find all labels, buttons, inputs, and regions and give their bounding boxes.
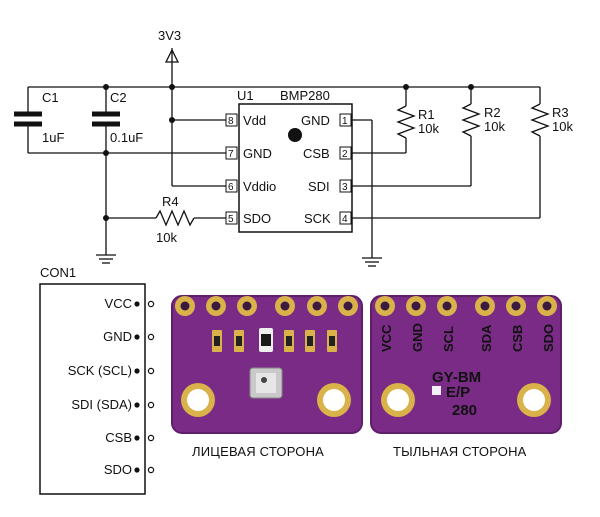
pin3-name: SDI xyxy=(308,179,330,194)
pin6-name: Vddio xyxy=(243,179,276,194)
pin4-num: 4 xyxy=(342,214,348,225)
ground-net-left xyxy=(28,150,226,264)
pin1-name: GND xyxy=(301,113,330,128)
connector-pin-csb: CSB xyxy=(105,430,155,445)
connector-ref: CON1 xyxy=(40,265,76,280)
pin2-name: CSB xyxy=(303,146,330,161)
capacitor-c2: C2 0.1uF xyxy=(92,87,143,153)
pin7-num: 7 xyxy=(228,149,234,160)
c2-ref: C2 xyxy=(110,90,127,105)
ground-net-right xyxy=(351,119,382,267)
c2-value: 0.1uF xyxy=(110,130,143,145)
connector-con1: CON1 VCC GND SCK (SCL) SDI (SDA) CSB xyxy=(39,265,155,495)
back-pin-csb: CSB xyxy=(510,325,525,352)
back-pin-sdo: SDO xyxy=(541,324,556,352)
r3-value: 10k xyxy=(552,119,573,134)
connector-pin-label: VCC xyxy=(105,296,132,311)
back-pin-scl: SCL xyxy=(441,326,456,352)
connector-pin-gnd: GND xyxy=(103,329,155,344)
connector-pin-vcc: VCC xyxy=(105,296,155,311)
pin5-num: 5 xyxy=(228,214,234,225)
r3-ref: R3 xyxy=(552,105,569,120)
front-caption: ЛИЦЕВАЯ СТОРОНА xyxy=(192,444,324,459)
back-marking-1: GY-BM xyxy=(432,369,481,386)
pin2-num: 2 xyxy=(342,149,348,160)
c1-value: 1uF xyxy=(42,130,64,145)
supply-net: 3V3 xyxy=(28,28,540,90)
r2-value: 10k xyxy=(484,119,505,134)
back-pin-labels: VCC GND SCL SDA CSB SDO xyxy=(379,323,556,352)
pin6-num: 6 xyxy=(228,182,234,193)
vdd-net xyxy=(169,87,226,187)
resistor-r1: R1 10k xyxy=(351,87,439,154)
ic-u1: U1 BMP280 8 7 6 5 Vdd GND Vddio SDO 1 2 … xyxy=(225,88,353,233)
back-pin-gnd: GND xyxy=(410,323,425,352)
header-pads-front xyxy=(175,296,358,316)
back-marking-2: E/P xyxy=(446,384,470,401)
connector-pin-label: SDI (SDA) xyxy=(71,397,132,412)
resistor-r3: R3 10k xyxy=(351,87,573,219)
supply-label: 3V3 xyxy=(158,28,181,43)
r4-ref: R4 xyxy=(162,194,179,209)
pin5-name: SDO xyxy=(243,211,271,226)
back-caption: ТЫЛЬНАЯ СТОРОНА xyxy=(393,444,527,459)
r4-value: 10k xyxy=(156,230,177,245)
pin7-name: GND xyxy=(243,146,272,161)
back-pin-sda: SDA xyxy=(479,324,494,352)
connector-pin-sdi: SDI (SDA) xyxy=(71,397,155,412)
pin1-num: 1 xyxy=(342,116,348,127)
back-marking-3: 280 xyxy=(452,402,477,419)
header-pads-back xyxy=(375,296,557,316)
ic-ref: U1 xyxy=(237,88,254,103)
r2-ref: R2 xyxy=(484,105,501,120)
c1-ref: C1 xyxy=(42,90,59,105)
connector-pin-label: CSB xyxy=(105,430,132,445)
resistor-r4: R4 10k xyxy=(106,194,226,245)
r1-ref: R1 xyxy=(418,107,435,122)
pin8-name: Vdd xyxy=(243,113,266,128)
board-front-image xyxy=(171,295,363,434)
pin3-num: 3 xyxy=(342,182,348,193)
connector-pin-label: SCK (SCL) xyxy=(68,363,132,378)
r1-value: 10k xyxy=(418,121,439,136)
connector-pin-label: GND xyxy=(103,329,132,344)
pin4-name: SCK xyxy=(304,211,331,226)
connector-pin-label: SDO xyxy=(104,462,132,477)
connector-pin-sdo: SDO xyxy=(104,462,155,477)
board-back-image: VCC GND SCL SDA CSB SDO GY-BM E/P 280 xyxy=(370,295,562,434)
pin8-num: 8 xyxy=(228,116,234,127)
capacitor-c1: C1 1uF xyxy=(14,87,64,153)
resistor-r2: R2 10k xyxy=(351,87,505,187)
connector-pin-sck: SCK (SCL) xyxy=(68,363,155,378)
ic-part: BMP280 xyxy=(280,88,330,103)
back-pin-vcc: VCC xyxy=(379,324,394,352)
